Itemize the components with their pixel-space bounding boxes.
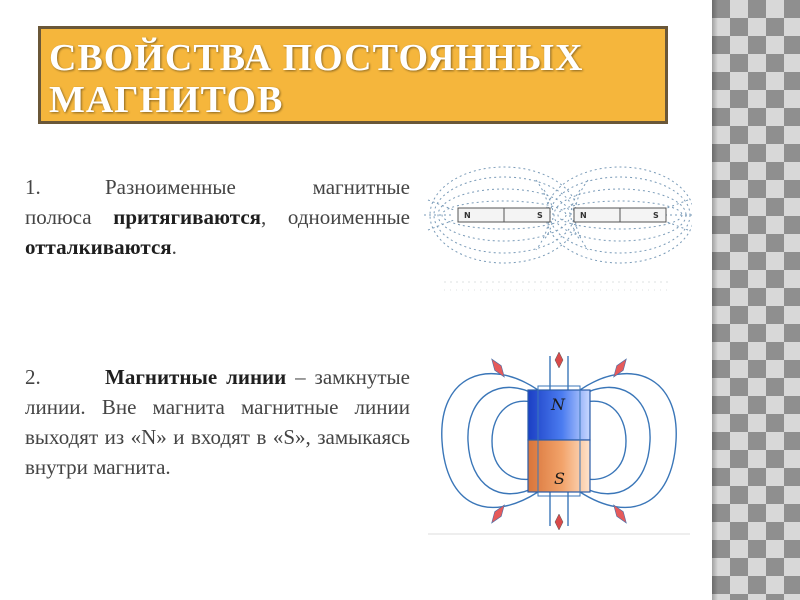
pole-label-s-1: S xyxy=(537,211,543,220)
item-bold-term: отталкиваются xyxy=(25,235,172,259)
item-text: – замкнутые линии. Вне магнита магнитные… xyxy=(25,365,410,479)
vertical-magnet xyxy=(527,385,591,497)
slide-title: Свойства постоянных магнитов xyxy=(49,37,584,121)
pole-label-s: S xyxy=(554,469,565,488)
pole-label-n: N xyxy=(550,395,566,414)
item-number: 1. xyxy=(25,175,41,199)
item-text: Разноименные магнитные полюса xyxy=(25,175,410,229)
field-lines xyxy=(424,166,692,264)
bar-magnets-field-figure: N S N S xyxy=(424,166,692,291)
slide-title-box: Свойства постоянных магнитов xyxy=(38,26,668,124)
item-text: , одноименные xyxy=(261,205,411,229)
closed-field-lines xyxy=(441,356,677,526)
item-bold-term: притягиваются xyxy=(113,205,261,229)
item-number: 2. xyxy=(25,365,41,389)
pole-label-n-1: N xyxy=(464,211,471,220)
item-bold-term: Магнитные линии xyxy=(105,365,287,389)
bar-magnet-1 xyxy=(457,207,551,223)
decorative-side-strip xyxy=(712,0,800,600)
pole-label-n-2: N xyxy=(580,211,587,220)
property-item-1: 1.Разноименные магнитные полюса притягив… xyxy=(25,172,410,262)
bar-magnet-2 xyxy=(573,207,667,223)
item-text: . xyxy=(171,235,177,259)
compass-needles xyxy=(491,351,627,531)
property-item-2: 2. Магнитные линии – замкнутые линии. Вне… xyxy=(25,362,410,482)
magnet-field-lines-figure: N S xyxy=(428,351,690,535)
pole-label-s-2: S xyxy=(653,211,659,220)
